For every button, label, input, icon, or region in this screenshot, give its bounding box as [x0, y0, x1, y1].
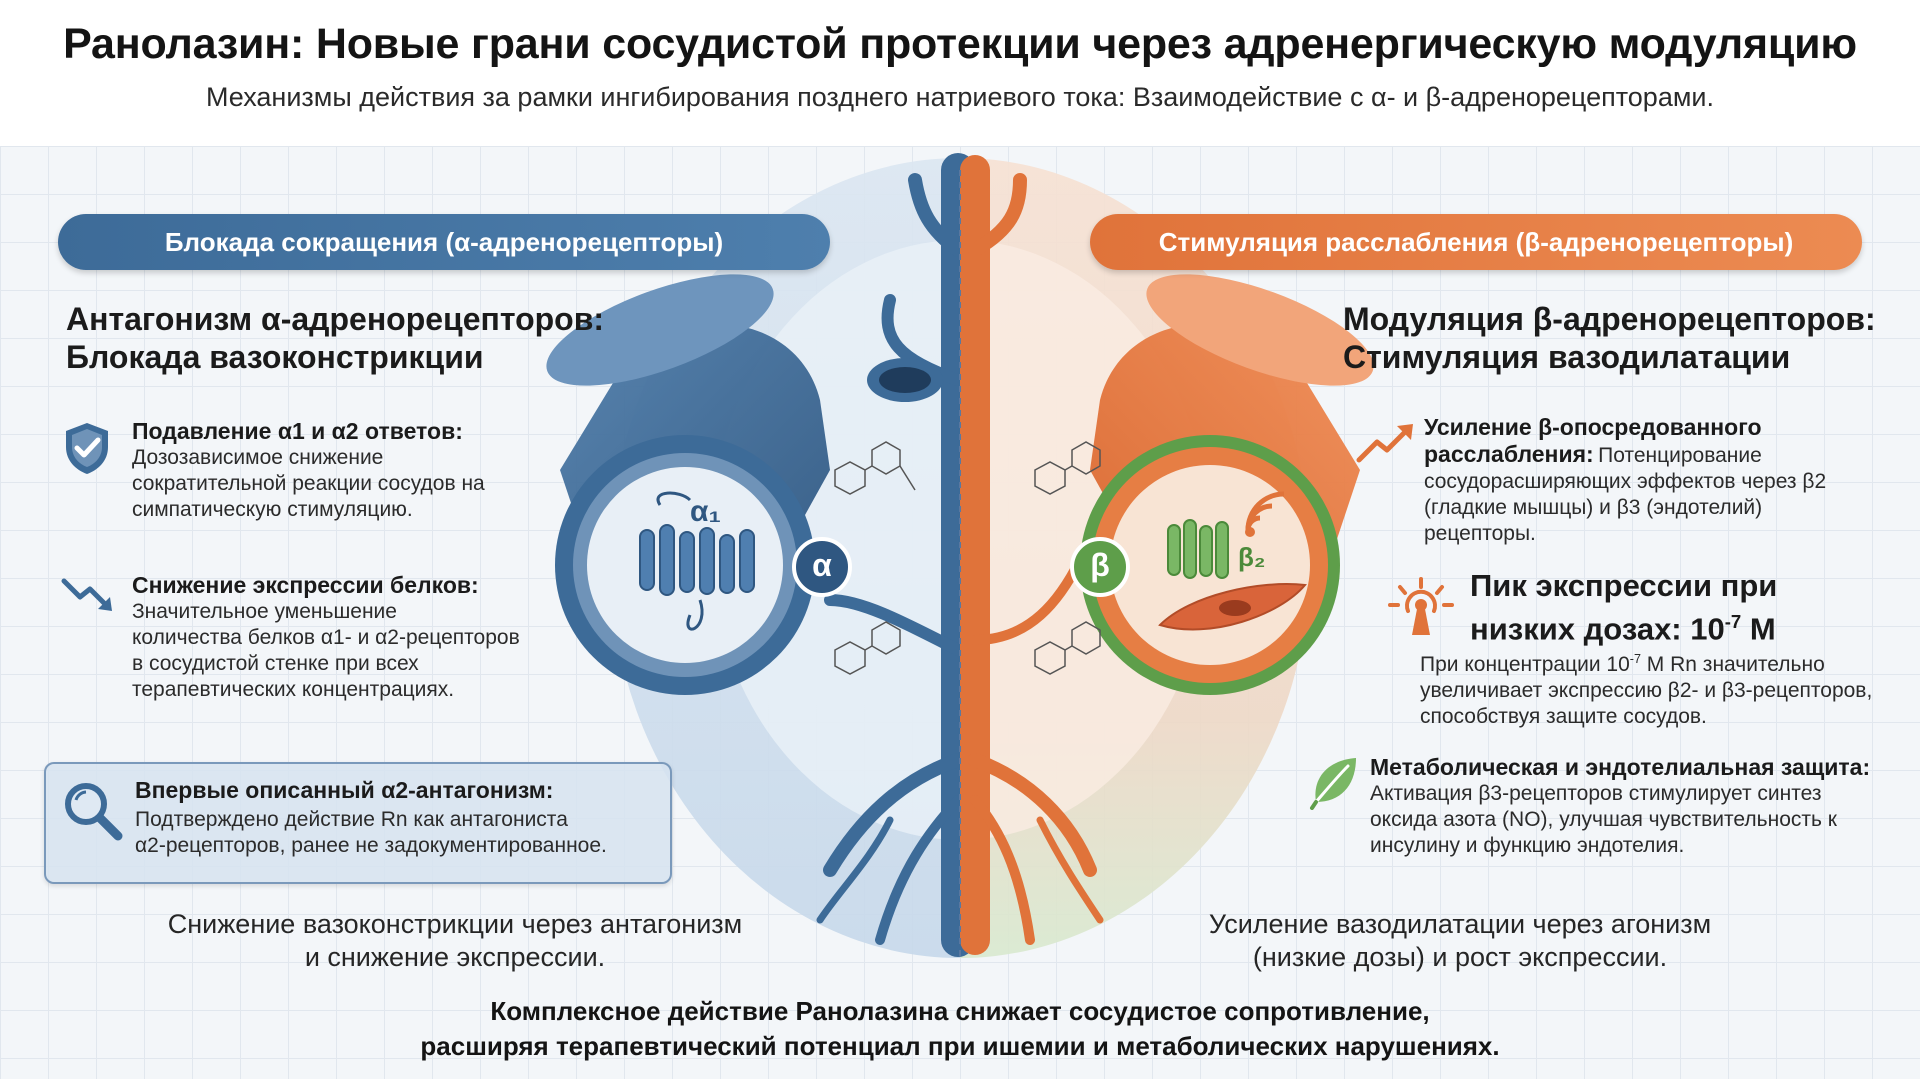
page-title: Ранолазин: Новые грани сосудистой протек… [63, 20, 1857, 68]
signal-tower-icon [1388, 577, 1454, 635]
alpha2-highlight-box [44, 762, 672, 884]
shield-check-icon [66, 423, 108, 474]
beta-item-metabolic: Метаболическая и эндотелиальная защита: … [1370, 754, 1871, 857]
beta-section-pill: Стимуляция расслабления (β-адренорецепто… [1090, 214, 1862, 270]
beta-section-heading: Модуляция β-адренорецепторов: Стимуляция… [1343, 301, 1876, 375]
beta-item-relaxation: Усиление β-опосредованного расслабления:… [1424, 414, 1827, 545]
alpha-badge: α [812, 547, 832, 583]
orange-vessel-tree [960, 155, 1104, 955]
alpha-receptor-glyph [639, 524, 755, 596]
alpha-receptor-label: α₁ [690, 495, 721, 528]
beta-badge-circle [1070, 537, 1130, 597]
alpha-badge-circle [792, 537, 852, 597]
vessel-illustration [546, 153, 1374, 960]
alpha-section-pill: Блокада сокращения (α-адренорецепторы) [58, 214, 830, 270]
blue-vessel-tree [816, 153, 975, 957]
page-subtitle: Механизмы действия за рамки ингибировани… [206, 82, 1714, 112]
beta-caption: Усиление вазодилатации через агонизм (ни… [1208, 909, 1712, 972]
alpha-section-heading: Антагонизм α-адренорецепторов: Блокада в… [66, 301, 605, 375]
alpha-caption: Снижение вазоконстрикции через антагониз… [167, 909, 743, 972]
alpha-item-first-described: Впервые описанный α2-антагонизм: Подтвер… [135, 777, 607, 857]
alpha-item-suppression: Подавление α1 и α2 ответов: Дозозависимо… [132, 418, 485, 521]
trend-down-icon [61, 578, 112, 611]
alpha-item-expression: Снижение экспрессии белков: Значительное… [132, 572, 520, 701]
beta-receptor-label: β₂ [1238, 542, 1266, 572]
trend-up-icon [1356, 424, 1413, 463]
beta-receptor-glyph [1167, 519, 1229, 579]
bottom-summary: Комплексное действие Ранолазина снижает … [420, 996, 1500, 1061]
beta-item-peak-text: При концентрации 10-7 М Rn значительно у… [1420, 652, 1873, 728]
ranolazine-molecule-sketch [834, 441, 1101, 675]
leaf-icon [1310, 758, 1356, 810]
beta-item-peak: Пик экспрессии при низких дозах: 10-7 М [1470, 568, 1778, 647]
magnifier-icon [65, 783, 123, 841]
beta-badge: β [1090, 547, 1110, 583]
